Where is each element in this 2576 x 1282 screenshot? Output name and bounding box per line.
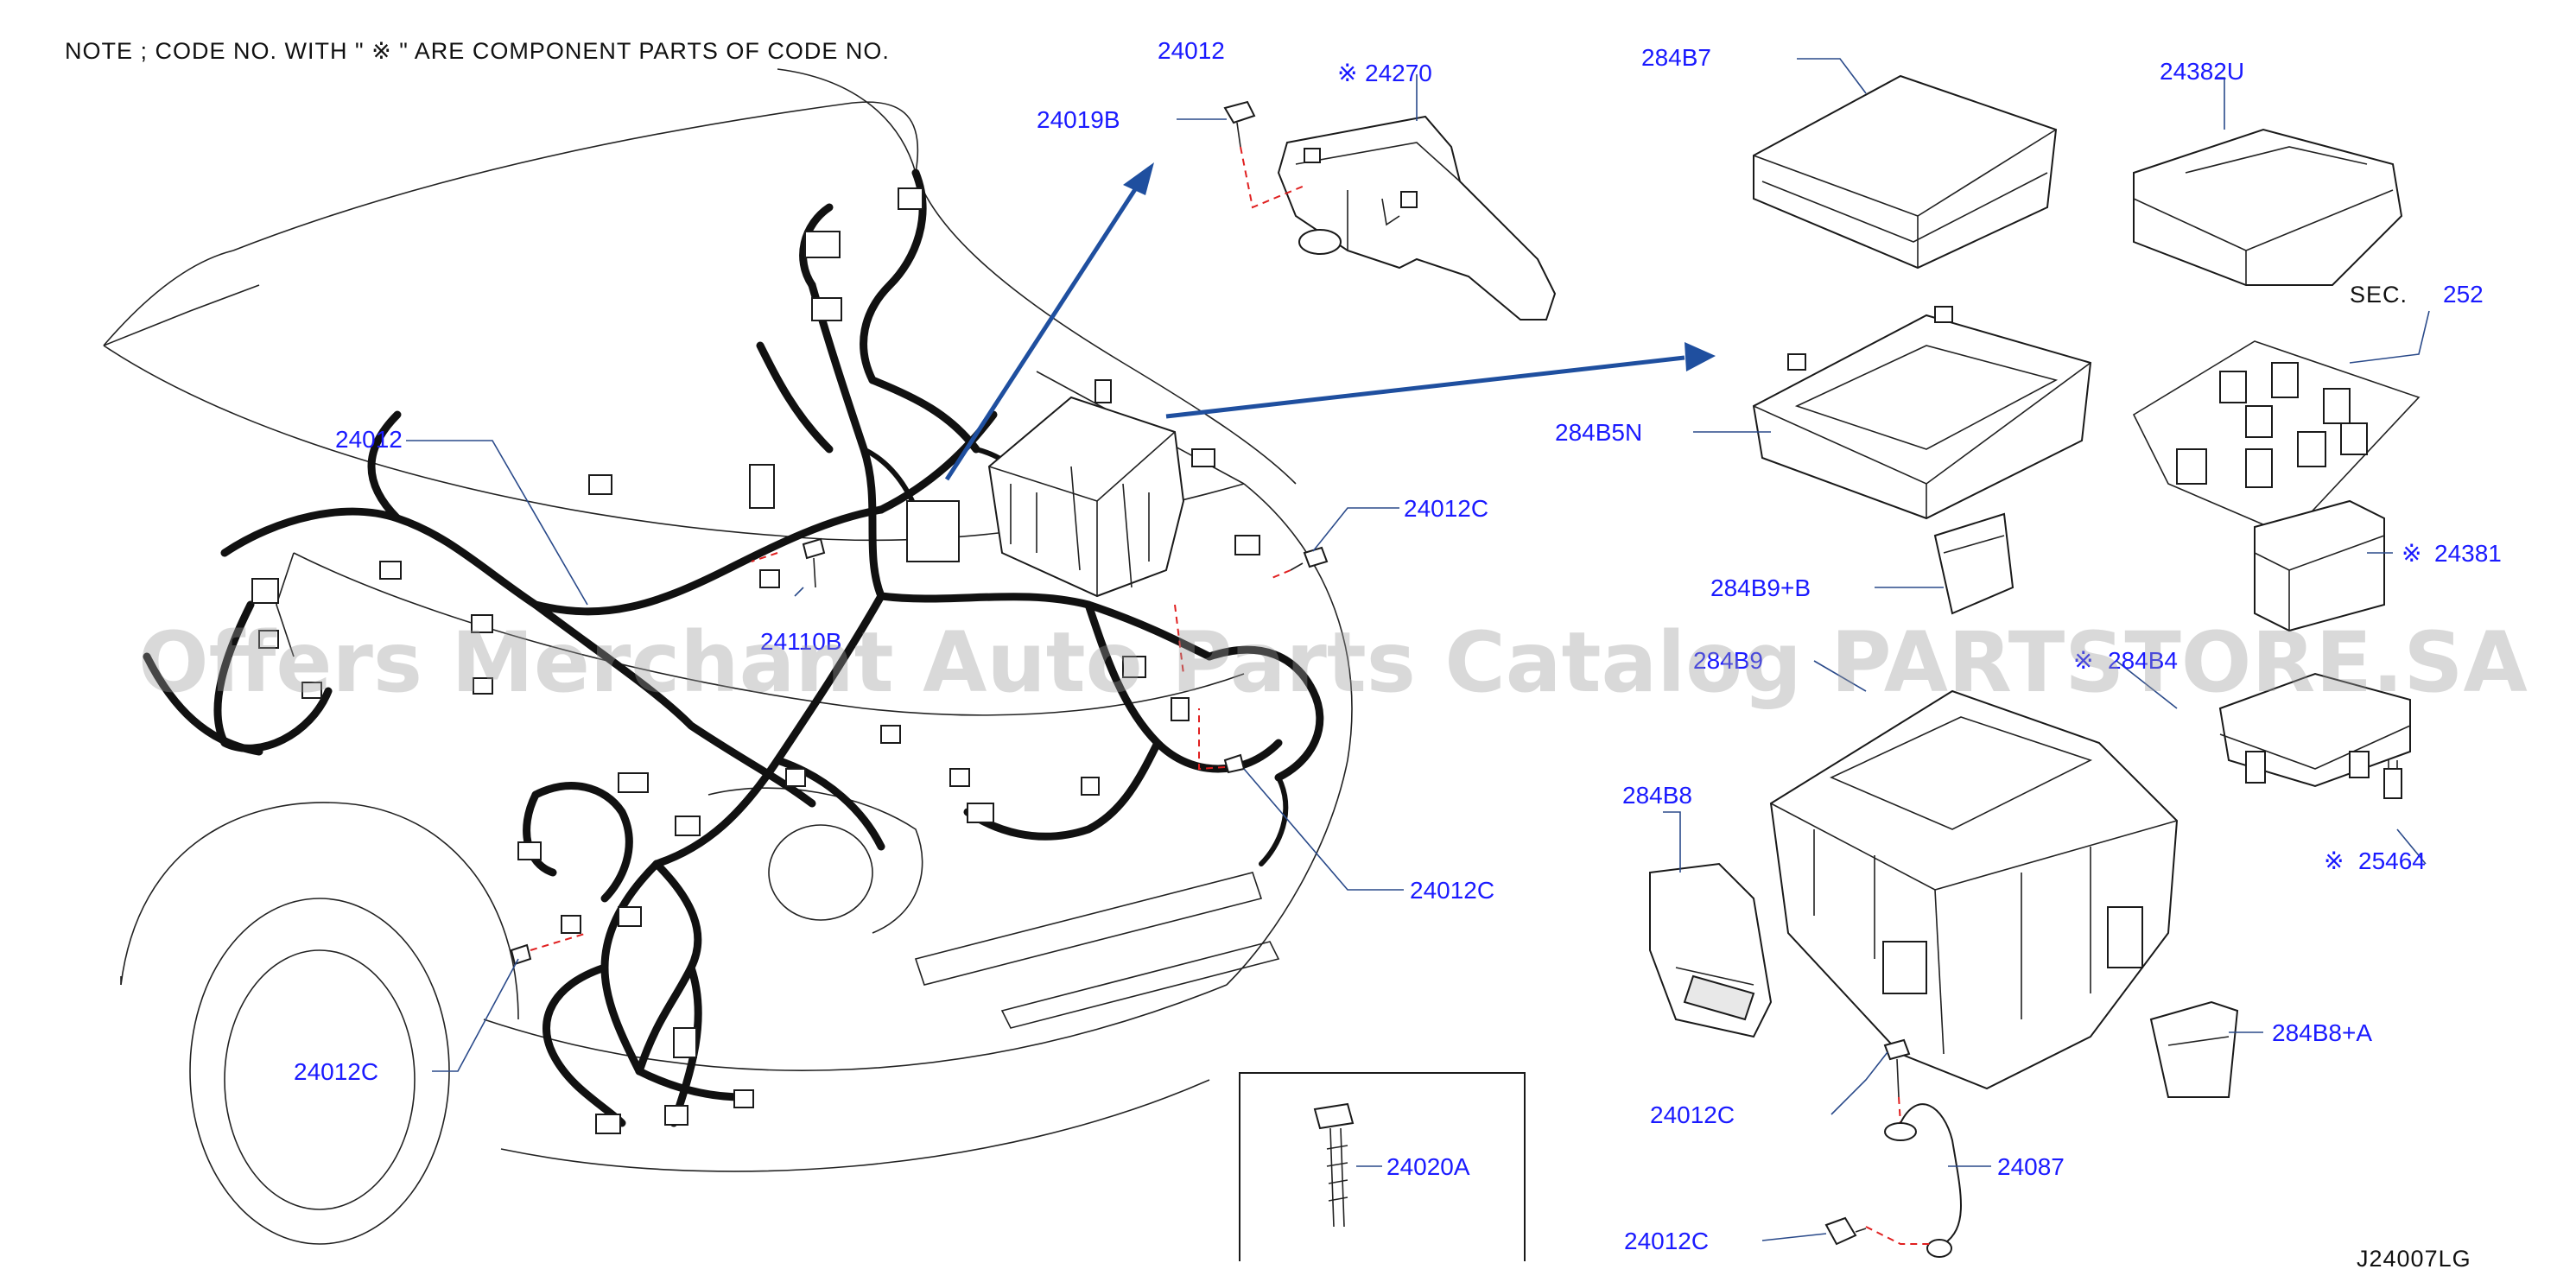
label-284b9: 284B9 xyxy=(1693,647,1763,674)
label-24012c-top: 24012C xyxy=(1404,495,1488,522)
label-24012: 24012 xyxy=(335,426,403,453)
component-mark-25464: ※ xyxy=(2324,847,2344,874)
note-code: 24012 xyxy=(1158,37,1225,64)
sec-label: SEC. xyxy=(2350,282,2408,308)
arrow-to-bracket xyxy=(944,180,1143,481)
label-24012c-bottom: 24012C xyxy=(1624,1228,1709,1254)
label-24012c-lower: 24012C xyxy=(1650,1101,1735,1128)
label-284b8: 284B8 xyxy=(1622,782,1692,809)
fuse-block-284b4 xyxy=(2218,672,2411,788)
arrow-to-fuse-box xyxy=(1165,355,1685,419)
label-284b4: 284B4 xyxy=(2108,647,2178,674)
relay-block-24381 xyxy=(2254,499,2385,632)
part-labels: 24019B ※ 24270 284B7 24382U 24012 284B5N… xyxy=(294,44,2502,1272)
fuse-25464 xyxy=(2383,768,2402,799)
side-cover-284b8-a xyxy=(2149,1000,2239,1098)
component-mark-24381: ※ xyxy=(2402,540,2421,567)
component-mark-284b4: ※ xyxy=(2073,647,2093,674)
component-mark-24270: ※ xyxy=(1337,60,1357,86)
label-24110b: 24110B xyxy=(760,628,841,655)
fuse-box-upper-cover-284b7 xyxy=(1753,74,2058,270)
label-284b8a: 284B8+A xyxy=(2272,1019,2372,1046)
label-24087: 24087 xyxy=(1997,1153,2065,1180)
label-25464: 25464 xyxy=(2358,847,2426,874)
fuse-box-cover-24382u xyxy=(2133,128,2403,286)
bracket-24270 xyxy=(1277,115,1557,320)
label-24270: 24270 xyxy=(1365,60,1432,86)
note-text: NOTE ; CODE NO. WITH " ※ " ARE COMPONENT… xyxy=(65,38,890,64)
side-cover-284b8 xyxy=(1649,862,1773,1038)
fuse-box-lower-case-284b9 xyxy=(1769,689,2179,1090)
watermark: Offers Merchant Auto Parts Catalog PARTS… xyxy=(138,614,2528,711)
leader-lines xyxy=(406,58,2430,1241)
label-24381: 24381 xyxy=(2434,540,2502,567)
sec-number: 252 xyxy=(2443,281,2484,308)
bolt-24019b xyxy=(1223,100,1305,209)
bolt-group-24012c xyxy=(510,537,1329,966)
label-24019b: 24019B xyxy=(1037,106,1120,133)
label-24012c-left: 24012C xyxy=(294,1058,378,1085)
fuse-box-frame-284b5n xyxy=(1752,306,2092,520)
engine-room-harness xyxy=(143,168,1324,1134)
label-284b9b: 284B9+B xyxy=(1710,574,1811,601)
installed-relay-box xyxy=(987,379,1185,598)
label-284b7: 284B7 xyxy=(1641,44,1711,71)
ground-cable-24087 xyxy=(1824,1038,1962,1258)
label-24382u: 24382U xyxy=(2160,58,2244,85)
cover-284b9-b xyxy=(1933,512,2014,615)
diagram-code: J24007LG xyxy=(2357,1246,2471,1272)
label-284b5n: 284B5N xyxy=(1555,419,1642,446)
label-24020a: 24020A xyxy=(1386,1153,1470,1180)
relay-set-252 xyxy=(2132,340,2421,536)
inset-box-24020a xyxy=(1239,1072,1526,1261)
label-24012c-mid: 24012C xyxy=(1410,877,1494,904)
